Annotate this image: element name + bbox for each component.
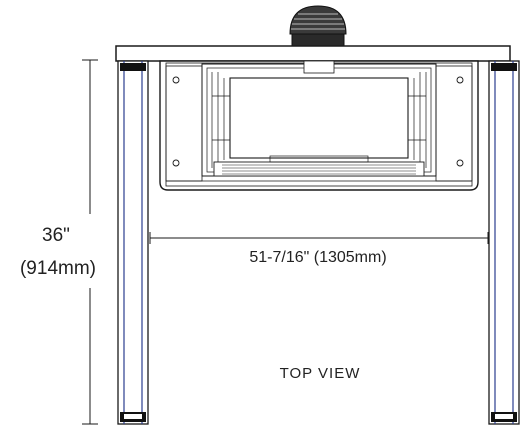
view-label: TOP VIEW: [280, 365, 361, 382]
right-leg: [488, 60, 520, 425]
left-leg: [117, 60, 149, 425]
fireplace-insert: [159, 60, 479, 191]
top-slab: [115, 45, 511, 62]
width-dimension-line: [149, 232, 489, 244]
width-label: 51-7/16" (1305mm): [249, 249, 386, 266]
height-inches-label: 36": [42, 225, 70, 246]
height-mm-label: (914mm): [20, 258, 96, 279]
height-dimension-line: [82, 59, 98, 425]
vent-cap: [289, 5, 347, 47]
